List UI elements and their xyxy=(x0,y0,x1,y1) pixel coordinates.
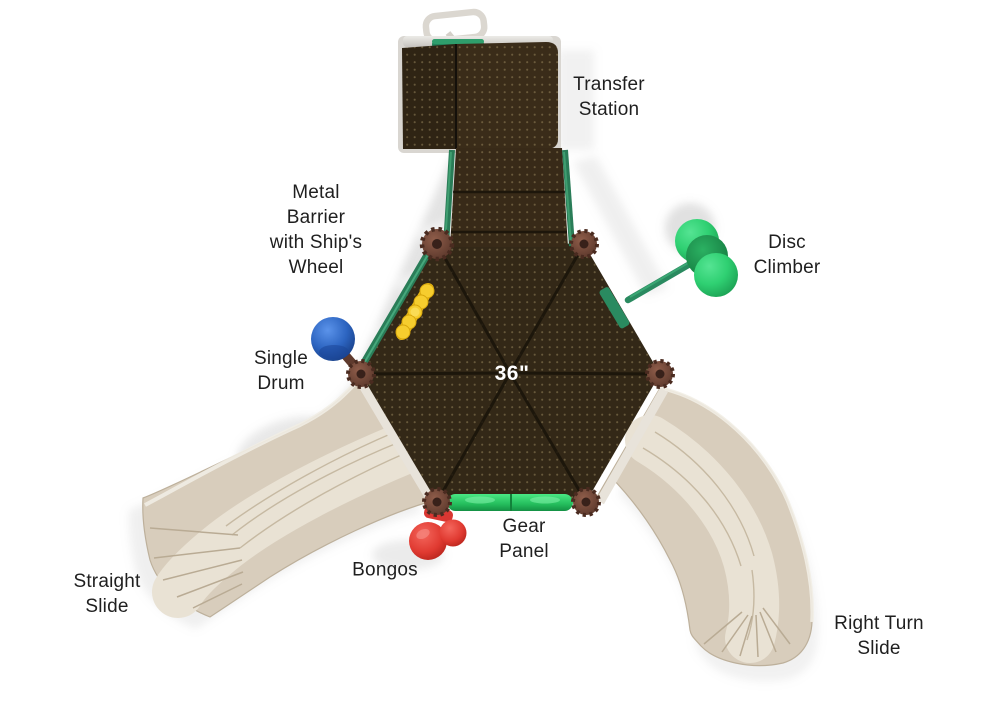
right-turn-slide xyxy=(593,386,814,667)
deck-size-label: 36" xyxy=(494,362,530,385)
straight-slide xyxy=(142,374,438,618)
climber-bracket xyxy=(599,287,630,329)
corner-gear xyxy=(645,359,675,389)
label-straight-slide: Straight Slide xyxy=(73,571,141,617)
label-single-drum: Single Drum xyxy=(253,348,309,394)
corner-gear-ships-wheel-hub xyxy=(419,226,455,262)
label-transfer-station: Transfer Station xyxy=(573,74,645,120)
label-disc-climber: Disc Climber xyxy=(753,232,821,278)
corner-gear xyxy=(569,229,599,259)
label-bongos: Bongos xyxy=(352,559,418,581)
bongo-drum xyxy=(439,519,467,547)
climber-disc xyxy=(694,253,738,297)
slide-collar xyxy=(354,374,438,508)
gear-panel xyxy=(447,494,573,511)
wheel-hub-knob xyxy=(410,307,420,317)
label-gear-panel: Gear Panel xyxy=(499,516,549,562)
hex-deck xyxy=(360,243,661,503)
label-metal-barrier: Metal Barrier with Ship's Wheel xyxy=(269,182,363,278)
label-right-turn-slide: Right Turn Slide xyxy=(834,613,924,659)
corner-gear xyxy=(346,359,376,389)
corner-gear xyxy=(571,487,601,517)
slide-exit-ribs xyxy=(149,527,244,609)
single-drum xyxy=(311,317,364,376)
ships-wheel-barrier xyxy=(355,239,438,375)
bridge-steps xyxy=(443,148,575,247)
transfer-station xyxy=(398,8,561,153)
deck-seams xyxy=(360,243,661,503)
bongo-drum xyxy=(409,522,447,560)
disc-climber xyxy=(599,219,738,329)
corner-gear xyxy=(422,487,452,517)
corner-connectors xyxy=(346,226,675,517)
slide-collar xyxy=(596,387,668,505)
slide-exit-ribs xyxy=(703,607,791,658)
